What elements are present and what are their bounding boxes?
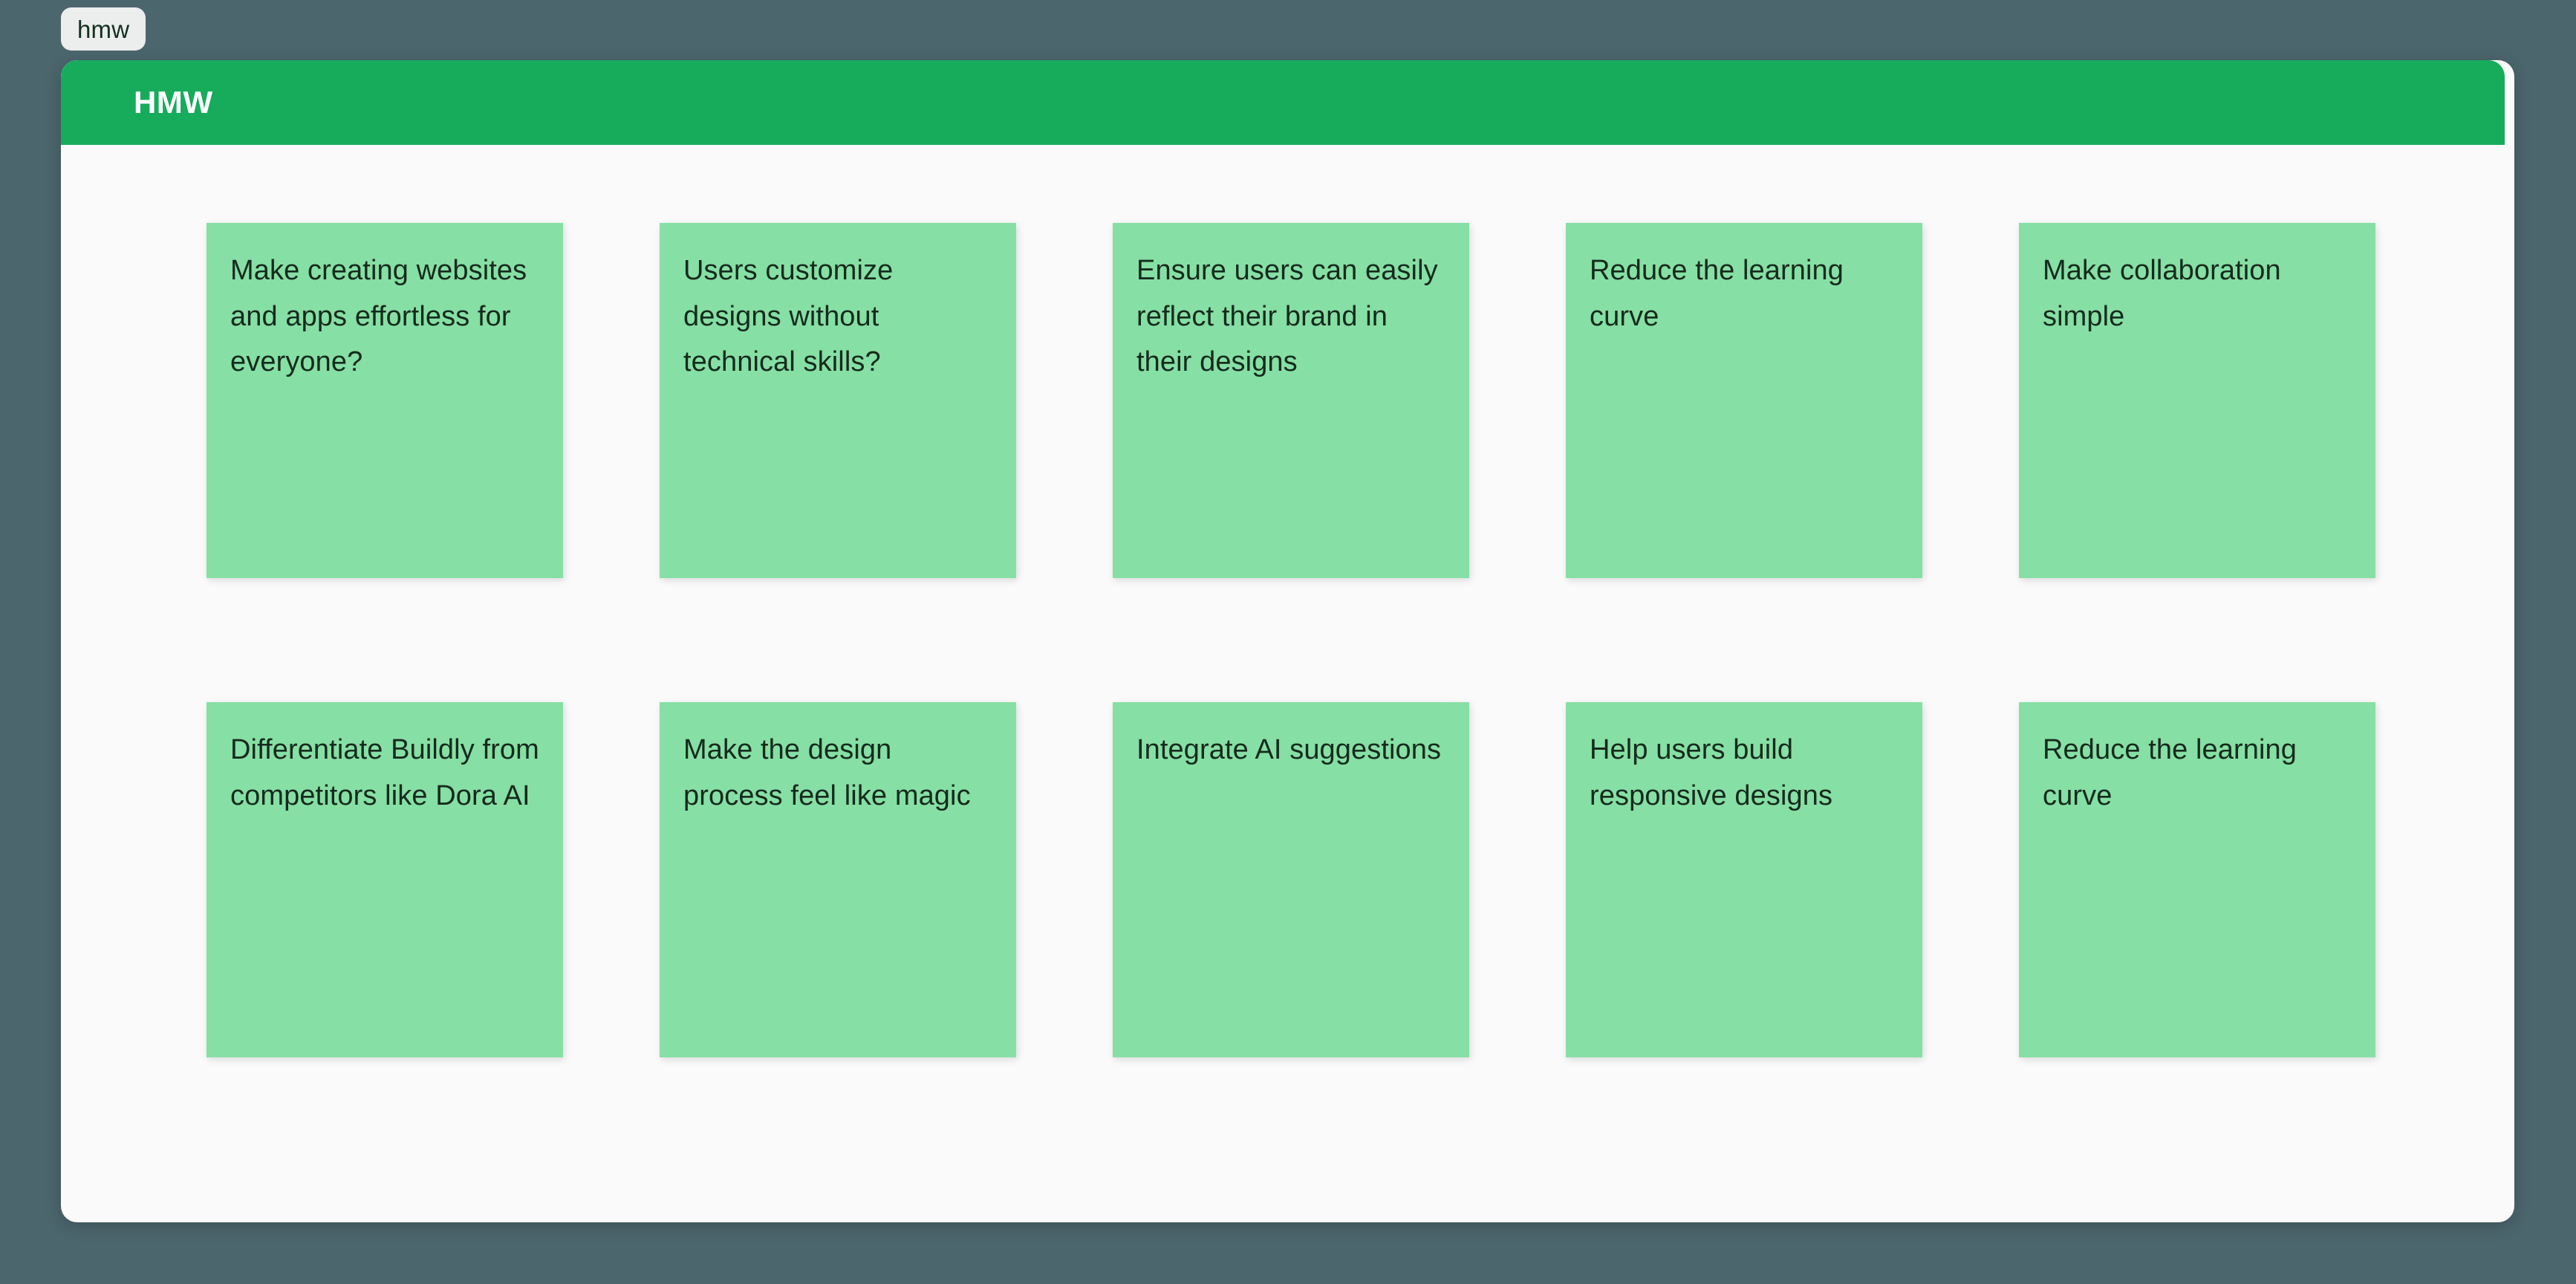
- sticky-note-text: Differentiate Buildly from competitors l…: [230, 734, 539, 811]
- sticky-note[interactable]: Make creating websites and apps effortle…: [206, 223, 563, 578]
- sticky-note-text: Make the design process feel like magic: [683, 734, 971, 811]
- sticky-note-text: Reduce the learning curve: [2043, 734, 2297, 811]
- sticky-note[interactable]: Help users build responsive designs: [1566, 702, 1922, 1057]
- sticky-note-text: Ensure users can easily reflect their br…: [1136, 255, 1438, 378]
- board-body: Make creating websites and apps effortle…: [61, 145, 2514, 1222]
- sticky-note[interactable]: Ensure users can easily reflect their br…: [1113, 223, 1469, 578]
- sticky-note[interactable]: Differentiate Buildly from competitors l…: [206, 702, 563, 1057]
- sticky-note[interactable]: Integrate AI suggestions: [1113, 702, 1469, 1057]
- sticky-note-text: Make creating websites and apps effortle…: [230, 255, 527, 378]
- board-tab-hmw[interactable]: hmw: [61, 7, 146, 51]
- sticky-note-text: Integrate AI suggestions: [1136, 734, 1442, 765]
- hmw-board-panel: HMW Make creating websites and apps effo…: [61, 60, 2514, 1222]
- sticky-note[interactable]: Make the design process feel like magic: [660, 702, 1016, 1057]
- sticky-note-text: Users customize designs without technica…: [683, 255, 894, 378]
- board-tab-label: hmw: [77, 15, 130, 43]
- sticky-note-text: Reduce the learning curve: [1590, 255, 1844, 332]
- sticky-note[interactable]: Reduce the learning curve: [1566, 223, 1922, 578]
- board-header: HMW: [61, 60, 2505, 145]
- sticky-note-text: Help users build responsive designs: [1590, 734, 1833, 811]
- board-title: HMW: [134, 85, 213, 120]
- sticky-note-text: Make collaboration simple: [2043, 255, 2281, 332]
- sticky-note-grid: Make creating websites and apps effortle…: [206, 223, 2375, 1057]
- sticky-note[interactable]: Make collaboration simple: [2019, 223, 2375, 578]
- sticky-note[interactable]: Reduce the learning curve: [2019, 702, 2375, 1057]
- sticky-note[interactable]: Users customize designs without technica…: [660, 223, 1016, 578]
